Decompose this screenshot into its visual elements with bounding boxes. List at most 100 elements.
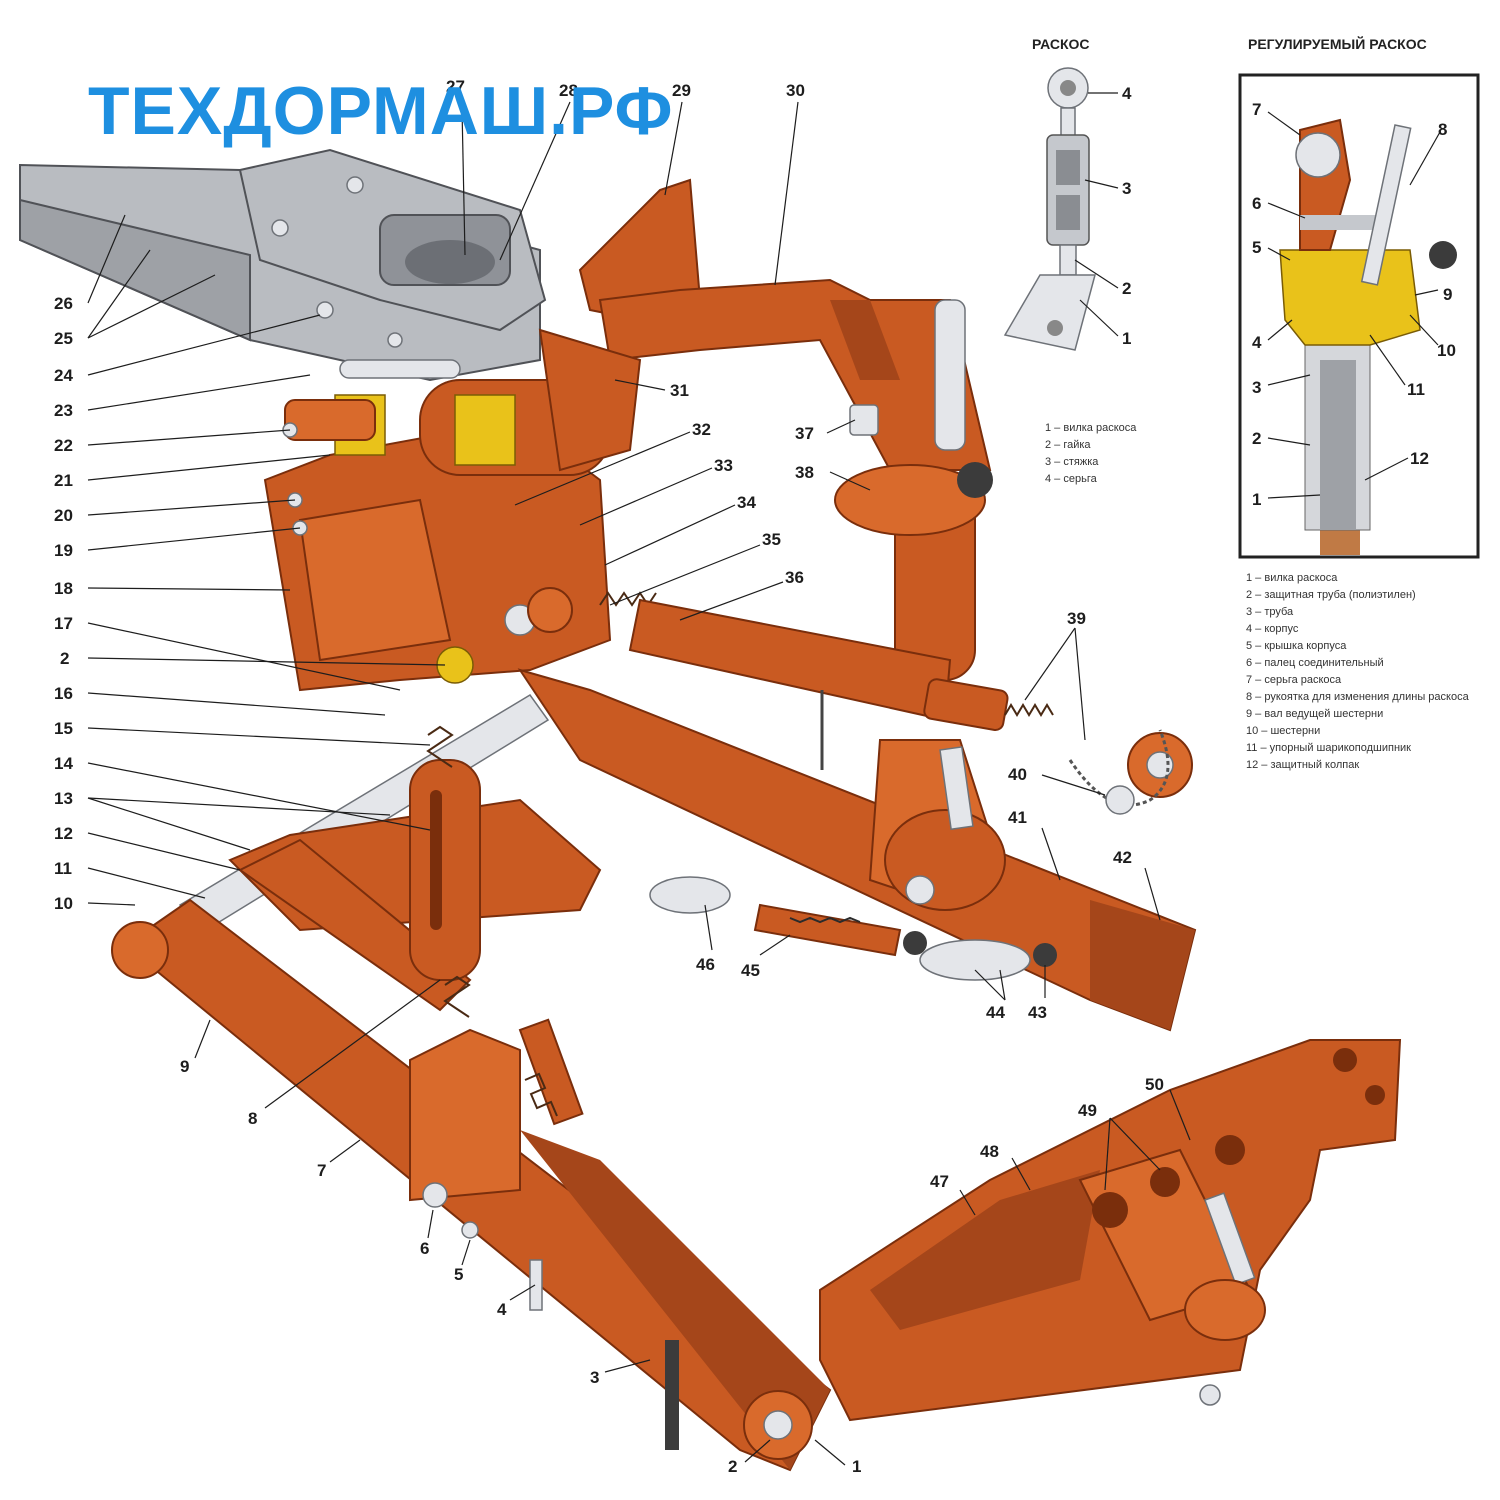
inset-right-label-3: 3 [1252,378,1261,397]
callout-18: 18 [54,579,73,598]
inset-left-label-3: 3 [1122,179,1131,198]
callout-17: 17 [54,614,73,633]
inset-right-label-10: 10 [1437,341,1456,360]
callout-36: 36 [785,568,804,587]
inset-right-label-5: 5 [1252,238,1261,257]
inset-right-label-4: 4 [1252,333,1262,352]
callout-12: 12 [54,824,73,843]
inset-turnbuckle-title: РАСКОС [1032,36,1090,52]
callout-35: 35 [762,530,781,549]
callout-21: 21 [54,471,73,490]
inset-right-label-11: 11 [1407,380,1425,399]
callout-46: 46 [696,955,715,974]
legend-item: 11 – упорный шарикоподшипник [1246,742,1411,754]
drawbar-hitch [819,1039,1402,1422]
legend-item: 4 – корпус [1246,623,1299,635]
legend-item: 3 – стяжка [1045,456,1099,468]
callout-10: 10 [54,894,73,913]
callout-32: 32 [692,420,711,439]
callout-3: 3 [590,1368,599,1387]
left-lower-link [111,898,832,1472]
inset-left-callouts: 4 3 2 1 [1074,84,1132,348]
callout-39: 39 [1067,609,1086,628]
legend-item: 3 – труба [1246,606,1294,618]
adjustable-turnbuckle-legend: 1 – вилка раскоса 2 – защитная труба (по… [1246,570,1498,774]
callout-49: 49 [1078,1101,1097,1120]
callout-2b: 2 [60,649,69,668]
callout-41: 41 [1008,808,1027,827]
callout-layer: 1 2 3 4 5 6 7 8 9 10 11 12 13 [54,77,1191,1476]
callout-27: 27 [446,77,465,96]
distributor-housing [263,328,642,692]
callout-24: 24 [54,366,73,385]
callout-7: 7 [317,1161,326,1180]
callout-16: 16 [54,684,73,703]
inset-right-callouts: 7 8 6 5 9 4 10 3 11 2 12 1 [1252,100,1456,509]
inset-adjustable-title: РЕГУЛИРУЕМЫЙ РАСКОС [1248,36,1427,52]
top-link [599,591,1193,815]
inset-right-label-7: 7 [1252,100,1261,119]
callout-44: 44 [986,1003,1005,1022]
callout-19: 19 [54,541,73,560]
legend-item: 4 – серьга [1045,473,1097,485]
turnbuckle-legend: 1 – вилка раскоса 2 – гайка 3 – стяжка 4… [1045,420,1195,488]
callout-45: 45 [741,961,760,980]
callout-30: 30 [786,81,805,100]
inset-right-label-2: 2 [1252,429,1261,448]
callout-20: 20 [54,506,73,525]
callout-14: 14 [54,754,73,773]
callout-29: 29 [672,81,691,100]
callout-6: 6 [420,1239,429,1258]
callout-8: 8 [248,1109,257,1128]
inset-left-label-1: 1 [1122,329,1131,348]
callout-28: 28 [559,81,578,100]
stabilizer-turnbuckle [649,876,1057,981]
callout-37: 37 [795,424,814,443]
legend-item: 2 – гайка [1045,439,1091,451]
inset-right-label-12: 12 [1410,449,1429,468]
inset-right-label-1: 1 [1252,490,1261,509]
inset-adjustable-art [1238,73,1480,559]
legend-item: 6 – палец соединительный [1246,657,1384,669]
legend-item: 12 – защитный колпак [1246,759,1360,771]
legend-item: 7 – серьга раскоса [1246,674,1342,686]
callout-13: 13 [54,789,73,808]
site-watermark: ТЕХДОРМАШ.РФ [88,73,674,149]
callout-42: 42 [1113,848,1132,867]
callout-23: 23 [54,401,73,420]
legend-item: 10 – шестерни [1246,725,1321,737]
legend-item: 5 – крышка корпуса [1246,640,1347,652]
inset-left-label-4: 4 [1122,84,1132,103]
callout-48: 48 [980,1142,999,1161]
callout-34: 34 [737,493,756,512]
legend-item: 1 – вилка раскоса [1045,422,1137,434]
legend-item: 9 – вал ведущей шестерни [1246,708,1384,720]
inset-right-label-8: 8 [1438,120,1447,139]
legend-item: 2 – защитная труба (полиэтилен) [1246,589,1416,601]
callout-33: 33 [714,456,733,475]
callout-1: 1 [852,1457,861,1476]
inset-right-label-6: 6 [1252,194,1261,213]
callout-4: 4 [497,1300,507,1319]
callout-26: 26 [54,294,73,313]
callout-38: 38 [795,463,814,482]
lift-arm-assembly [598,278,993,681]
tractor-frame [19,148,547,382]
callout-25: 25 [54,329,73,348]
callout-31: 31 [670,381,689,400]
inset-right-label-9: 9 [1443,285,1452,304]
callout-47: 47 [930,1172,949,1191]
callout-43: 43 [1028,1003,1047,1022]
callout-22: 22 [54,436,73,455]
right-lower-link [517,668,1197,1032]
callout-5: 5 [454,1265,463,1284]
legend-item: 8 – рукоятка для изменения длины раскоса [1246,691,1469,703]
callout-2: 2 [728,1457,737,1476]
callout-11: 11 [54,859,72,878]
legend-item: 1 – вилка раскоса [1246,572,1338,584]
callout-9: 9 [180,1057,189,1076]
callout-40: 40 [1008,765,1027,784]
inset-turnbuckle-art [1003,67,1096,351]
